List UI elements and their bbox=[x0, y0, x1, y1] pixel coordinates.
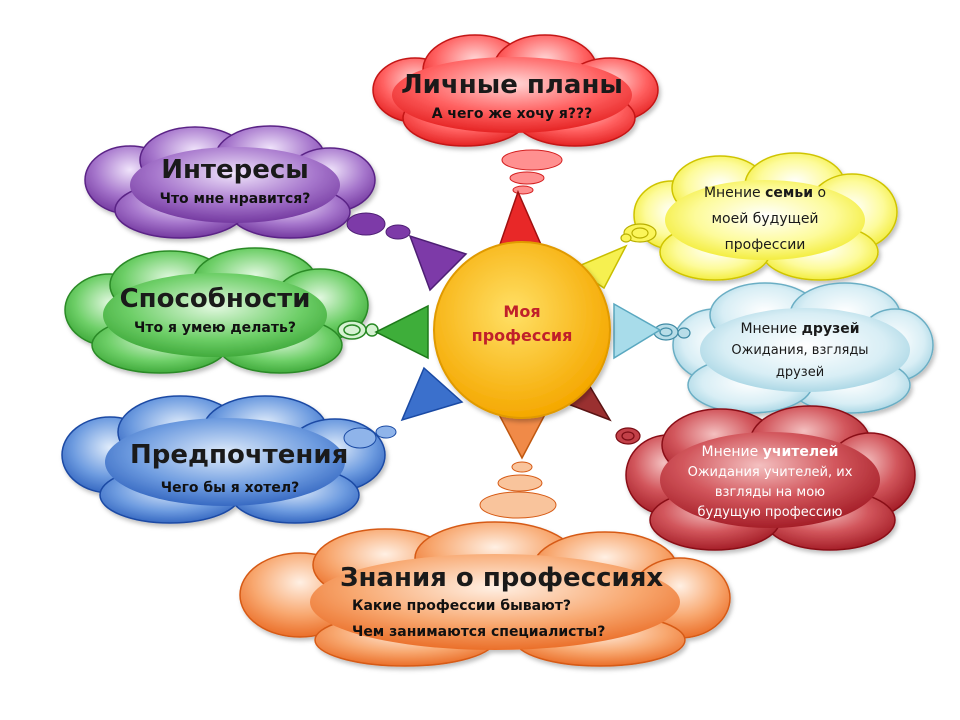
teachers-pre: Мнение bbox=[701, 444, 763, 460]
teachers-text: Мнение учителей Ожидания учителей, их вз… bbox=[665, 442, 875, 523]
family-line-1: Мнение семьи о bbox=[665, 180, 865, 206]
preferences-subtitle: Чего бы я хотел? bbox=[160, 480, 300, 496]
bubbles-interests bbox=[346, 212, 411, 240]
center-circle bbox=[433, 241, 611, 419]
center-line-2: профессия bbox=[471, 326, 573, 345]
friends-text: Мнение друзей Ожидания, взгляды друзей bbox=[700, 318, 900, 384]
friends-line-1: Мнение друзей bbox=[700, 318, 900, 340]
friends-line-3: друзей bbox=[775, 365, 825, 380]
family-post: о bbox=[813, 185, 827, 201]
knowledge-line-1: Какие профессии бывают? bbox=[352, 598, 571, 614]
bubbles-abilities bbox=[337, 320, 379, 340]
center-label: Моя профессия bbox=[452, 300, 592, 348]
cloud-teachers bbox=[625, 405, 916, 551]
cloud-knowledge bbox=[239, 521, 731, 667]
bubbles-preferences bbox=[343, 425, 397, 449]
center-line-1: Моя bbox=[503, 302, 541, 321]
plans-title: Личные планы bbox=[401, 70, 623, 100]
family-line-3: профессии bbox=[724, 237, 806, 253]
teachers-line-1: Мнение учителей bbox=[665, 442, 875, 463]
abilities-title: Способности bbox=[119, 284, 311, 314]
interests-title: Интересы bbox=[161, 155, 309, 185]
cloud-interests bbox=[84, 125, 376, 239]
family-line-2: моей будущей bbox=[711, 211, 819, 227]
friends-bold: друзей bbox=[801, 321, 860, 337]
arrow-upper-left bbox=[408, 234, 468, 292]
family-text: Мнение семьи о моей будущей профессии bbox=[665, 180, 865, 258]
family-pre: Мнение bbox=[703, 185, 766, 201]
arrow-right bbox=[613, 302, 662, 360]
friends-line-2: Ожидания, взгляды bbox=[731, 343, 869, 358]
knowledge-line-2: Чем занимаются специалисты? bbox=[352, 624, 606, 640]
arrow-lower-left bbox=[400, 366, 464, 422]
bubbles-teachers bbox=[615, 427, 641, 445]
interests-subtitle: Что мне нравится? bbox=[159, 191, 311, 207]
bubbles-plans bbox=[501, 149, 563, 195]
plans-subtitle: А чего же хочу я??? bbox=[431, 106, 593, 122]
bubbles-knowledge bbox=[479, 461, 557, 519]
family-bold: семьи bbox=[765, 185, 814, 201]
abilities-subtitle: Что я умею делать? bbox=[134, 320, 296, 336]
bubbles-friends bbox=[653, 323, 691, 341]
cloud-abilities bbox=[64, 247, 369, 374]
teachers-line-4: будущую профессию bbox=[697, 505, 843, 520]
bubbles-family bbox=[620, 223, 657, 243]
preferences-title: Предпочтения bbox=[130, 440, 349, 470]
teachers-line-3: взгляды на мою bbox=[714, 485, 826, 500]
cloud-friends bbox=[672, 282, 934, 414]
teachers-bold: учителей bbox=[762, 444, 839, 460]
cloud-plans bbox=[372, 34, 659, 147]
teachers-line-2: Ожидания учителей, их bbox=[687, 465, 853, 480]
knowledge-title: Знания о профессиях bbox=[340, 563, 664, 593]
friends-pre: Мнение bbox=[740, 321, 802, 337]
arrow-left bbox=[374, 304, 429, 360]
